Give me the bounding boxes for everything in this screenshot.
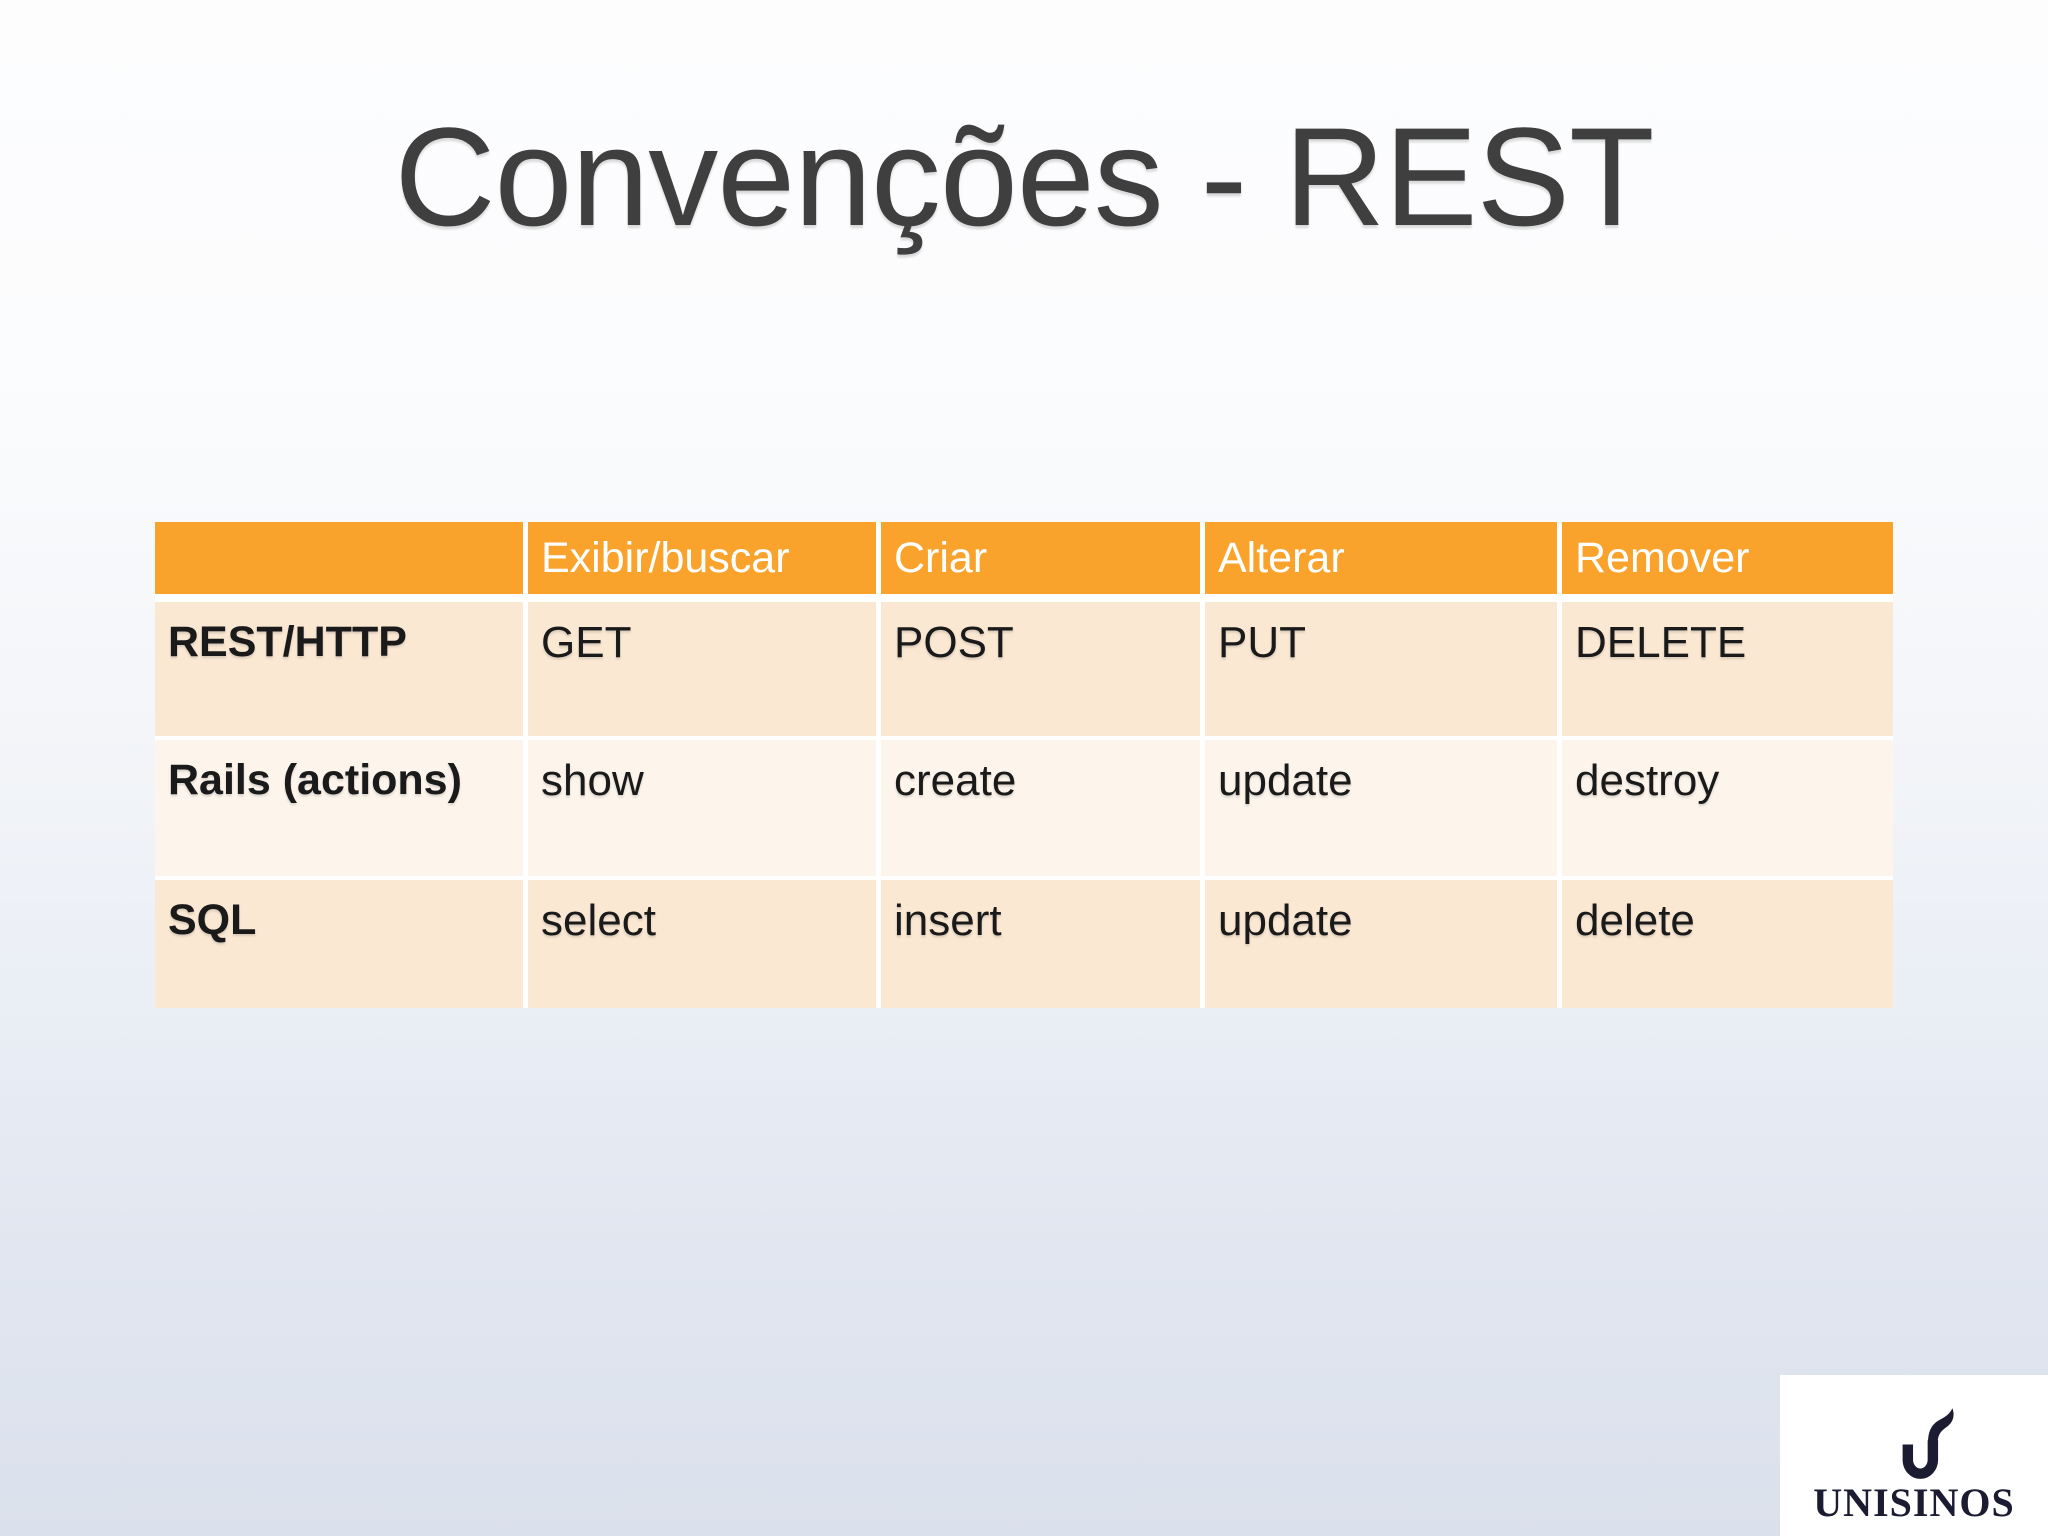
- header-cell-criar: Criar: [881, 522, 1200, 594]
- table-cell-delete-sql: delete: [1562, 880, 1893, 1008]
- table-cell-show: show: [528, 740, 876, 876]
- unisinos-u-icon: [1902, 1408, 1954, 1479]
- table-cell-put: PUT: [1205, 602, 1557, 736]
- unisinos-logo: UNISINOS: [1780, 1375, 2048, 1536]
- row-label-sql: SQL: [155, 880, 523, 1008]
- row-label-rest-http: REST/HTTP: [155, 602, 523, 736]
- rest-conventions-table: Exibir/buscar Criar Alterar Remover REST…: [155, 522, 1893, 1008]
- table-cell-update-sql: update: [1205, 880, 1557, 1008]
- header-cell-empty: [155, 522, 523, 594]
- table-row-rails-actions: Rails (actions) show create update destr…: [155, 740, 1893, 876]
- table-cell-get: GET: [528, 602, 876, 736]
- table-cell-destroy: destroy: [1562, 740, 1893, 876]
- slide-title: Convenções - REST: [394, 98, 1654, 255]
- table-header-row: Exibir/buscar Criar Alterar Remover: [155, 522, 1893, 594]
- table-cell-insert: insert: [881, 880, 1200, 1008]
- table-cell-update-rails: update: [1205, 740, 1557, 876]
- table-row-rest-http: REST/HTTP GET POST PUT DELETE: [155, 602, 1893, 736]
- table-cell-post: POST: [881, 602, 1200, 736]
- row-label-rails: Rails (actions): [155, 740, 523, 876]
- table-cell-select: select: [528, 880, 876, 1008]
- header-cell-alterar: Alterar: [1205, 522, 1557, 594]
- header-cell-exibir-buscar: Exibir/buscar: [528, 522, 876, 594]
- table-cell-create: create: [881, 740, 1200, 876]
- header-cell-remover: Remover: [1562, 522, 1893, 594]
- table-row-sql: SQL select insert update delete: [155, 880, 1893, 1008]
- unisinos-logo-text: UNISINOS: [1813, 1480, 2015, 1525]
- table-cell-delete-http: DELETE: [1562, 602, 1893, 736]
